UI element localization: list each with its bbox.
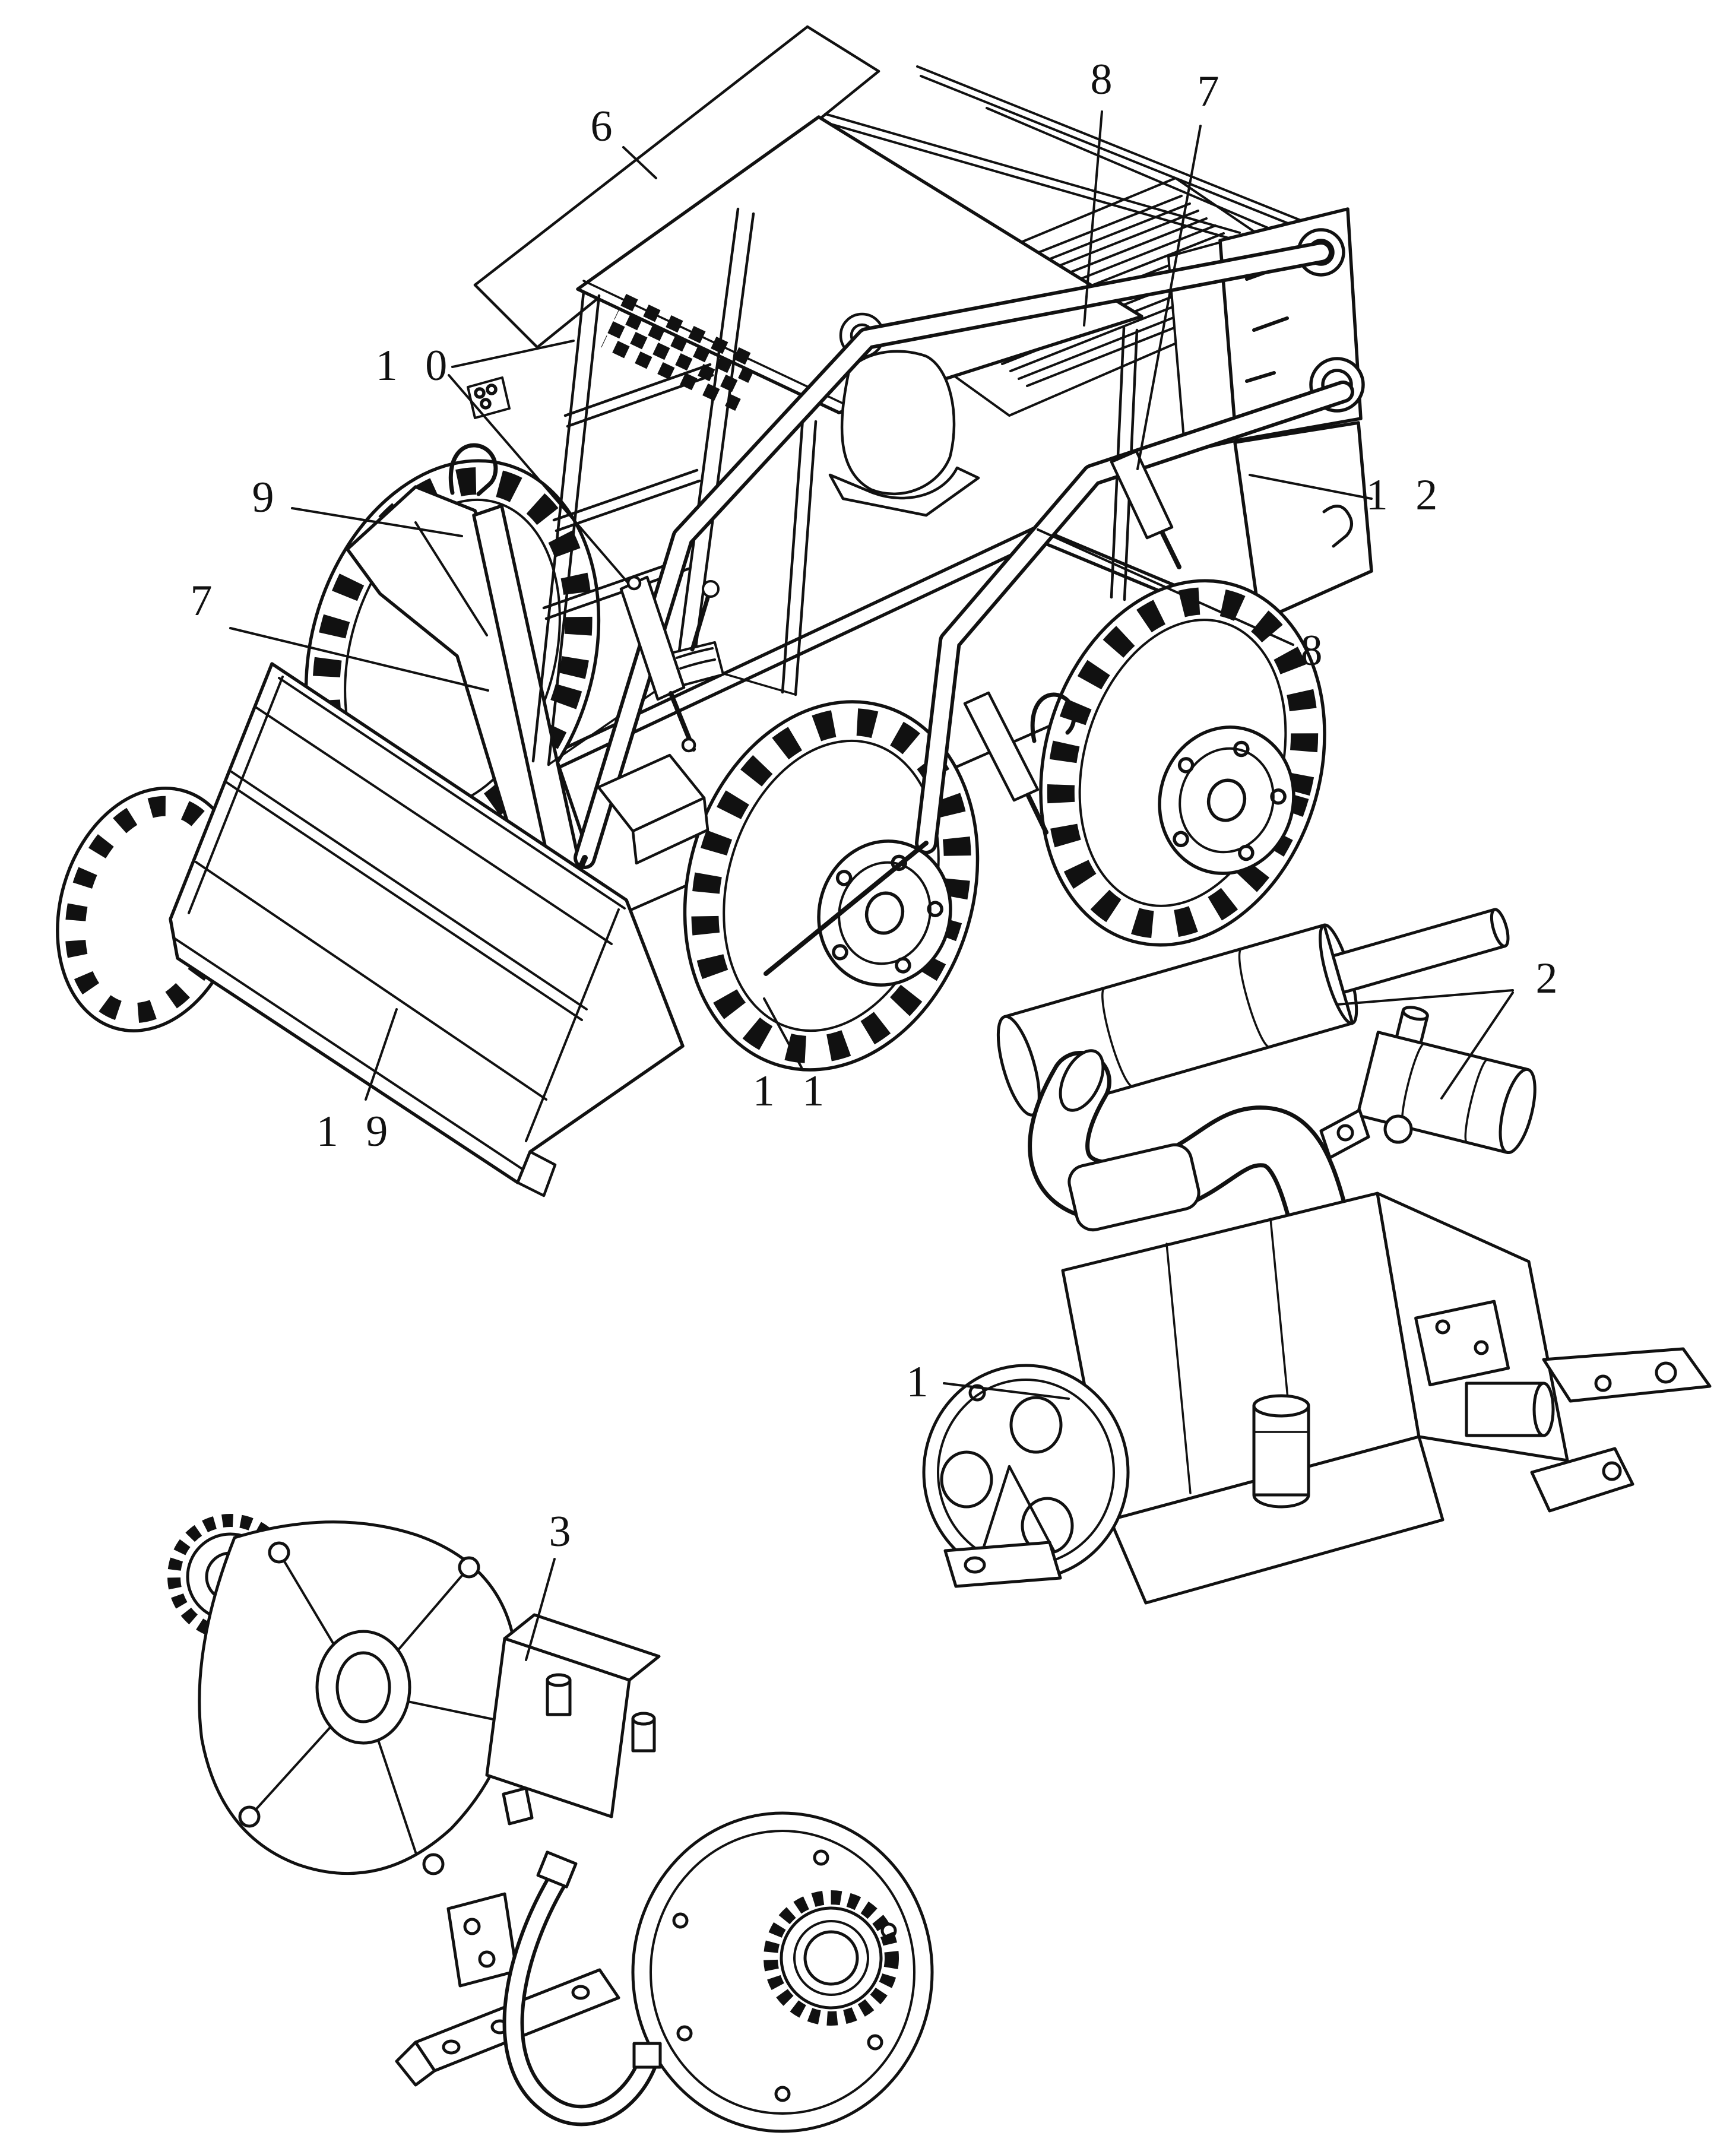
leader-6 bbox=[622, 146, 657, 179]
callout-2-label: 2 bbox=[1536, 954, 1566, 1003]
callout-3-label: 3 bbox=[549, 1507, 579, 1556]
callout-8-right-label: 8 bbox=[1301, 626, 1331, 675]
callout-7-left-label: 7 bbox=[191, 576, 221, 625]
rear-right-wheel bbox=[1039, 579, 1326, 947]
leader-19 bbox=[365, 1008, 398, 1101]
callout-7-top-label: 7 bbox=[1198, 67, 1228, 116]
hydraulic-pipe bbox=[502, 1851, 662, 2127]
engine-block bbox=[1061, 1108, 1569, 1605]
grab-handle-left bbox=[448, 443, 498, 496]
leader-7-left bbox=[229, 627, 489, 692]
engine-assembly bbox=[922, 908, 1712, 1605]
front-step bbox=[597, 753, 709, 865]
chaincase-cover bbox=[198, 1520, 518, 1875]
right-sprocket bbox=[764, 1890, 899, 2026]
front-pulley-housing bbox=[922, 1364, 1130, 1588]
leader-10-b bbox=[448, 374, 629, 584]
engine-mount-bracket bbox=[1530, 1347, 1712, 1513]
bucket-foot bbox=[516, 1150, 557, 1197]
roof-panel bbox=[576, 115, 1143, 414]
leader-2-b bbox=[1440, 991, 1514, 1099]
lift-arm-booms bbox=[557, 241, 1354, 976]
leader-9 bbox=[291, 507, 463, 537]
callout-6-label: 6 bbox=[591, 102, 621, 151]
operator-seat bbox=[828, 350, 980, 517]
callout-9-label: 9 bbox=[252, 473, 283, 522]
leader-8-right bbox=[1037, 528, 1294, 646]
hydraulic-cylinders bbox=[619, 449, 1181, 835]
roof-grate bbox=[601, 294, 761, 411]
oil-filler-cap bbox=[1383, 1114, 1413, 1144]
loader-assembly bbox=[56, 25, 1373, 1197]
leader-8-top bbox=[1083, 110, 1103, 327]
front-right-wheel bbox=[683, 700, 980, 1072]
drive-drum bbox=[631, 1811, 934, 2133]
leader-10-a bbox=[451, 340, 575, 368]
starter-motor bbox=[1465, 1381, 1545, 1437]
callout-10-label: 1 0 bbox=[376, 341, 456, 390]
intake-hose bbox=[1028, 1049, 1352, 1259]
tie-down-hook bbox=[1322, 505, 1353, 548]
valve-cover bbox=[1067, 1143, 1200, 1232]
leader-11 bbox=[763, 997, 803, 1069]
bucket bbox=[169, 662, 685, 1197]
callout-1-label: 1 bbox=[907, 1358, 937, 1406]
leader-12 bbox=[1249, 474, 1373, 500]
injection-pump bbox=[1414, 1300, 1510, 1387]
leader-3 bbox=[525, 1558, 556, 1661]
rear-right-rim bbox=[1158, 725, 1295, 875]
callout-12-label: 1 2 bbox=[1366, 471, 1446, 519]
leader-1 bbox=[943, 1382, 1070, 1400]
leader-7-top bbox=[1136, 125, 1202, 470]
callout-layer: 6 8 7 1 0 9 7 1 2 8 1 1 1 9 2 1 3 bbox=[191, 55, 1566, 1661]
callout-19-label: 1 9 bbox=[316, 1107, 397, 1156]
callout-11-label: 1 1 bbox=[753, 1067, 833, 1116]
transaxle-assembly bbox=[167, 1514, 934, 2133]
frame-rails bbox=[824, 65, 1350, 264]
callout-8-top-label: 8 bbox=[1091, 55, 1121, 104]
leader-2-a bbox=[1336, 989, 1514, 1006]
grab-handle-right bbox=[1030, 692, 1076, 743]
fuel-filter bbox=[1252, 1394, 1310, 1509]
